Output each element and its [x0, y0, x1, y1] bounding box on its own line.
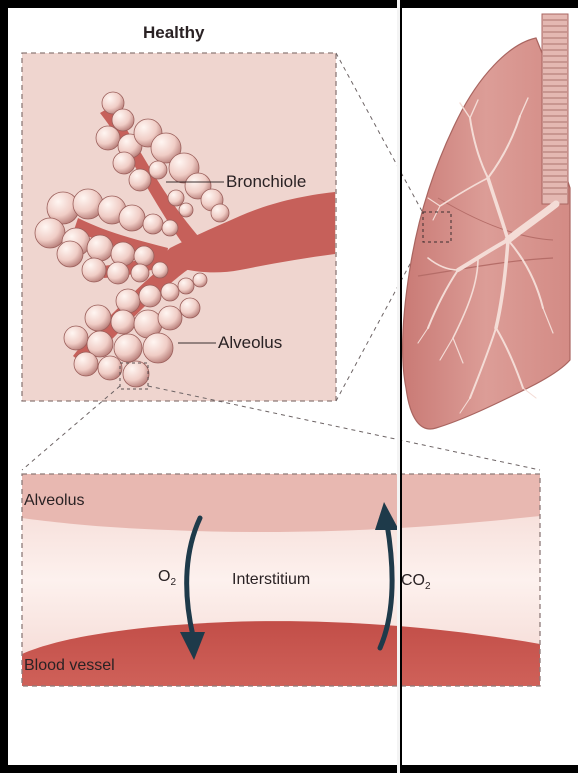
alveolar-sac — [112, 109, 134, 131]
bronchiole-label: Bronchiole — [226, 172, 306, 191]
alveolar-sac — [116, 289, 140, 313]
alveolar-sac — [119, 205, 145, 231]
alveolar-sac — [129, 169, 151, 191]
alveolar-sac — [178, 278, 194, 294]
alveolus-band-label: Alveolus — [24, 492, 84, 509]
alveolar-sac — [143, 333, 173, 363]
alveolus-band — [22, 474, 540, 532]
alveolar-sac — [113, 152, 135, 174]
alveolar-sac — [161, 283, 179, 301]
alveolar-sac — [179, 203, 193, 217]
interstitium-label: Interstitium — [232, 571, 310, 588]
co2-main: CO — [401, 572, 425, 589]
lung-connector-top — [336, 53, 423, 213]
alveolar-sac — [139, 285, 161, 307]
co2-subscript: 2 — [425, 581, 431, 592]
alveolar-sac — [111, 310, 135, 334]
alveolar-sac — [85, 305, 111, 331]
alveolar-sac — [143, 214, 163, 234]
diagram-canvas: Healthy Bronchiole Alveolus — [8, 8, 578, 765]
alveolar-sac — [131, 264, 149, 282]
alveolar-sac — [107, 262, 129, 284]
blood-vessel-label: Blood vessel — [24, 657, 115, 674]
diagram-svg: Healthy Bronchiole Alveolus — [8, 8, 578, 765]
alveolar-sac — [96, 126, 120, 150]
alveolar-sac — [123, 361, 149, 387]
alveolar-sac — [57, 241, 83, 267]
alveolus-cluster-label: Alveolus — [218, 333, 282, 352]
alveolar-sac — [211, 204, 229, 222]
alveolar-sac — [168, 190, 184, 206]
gas-exchange-inset: Alveolus Interstitium Blood vessel O2 CO… — [22, 474, 540, 686]
alveolar-sac — [87, 235, 113, 261]
alveolar-sac — [193, 273, 207, 287]
alveolar-sac — [82, 258, 106, 282]
o2-main: O — [158, 568, 170, 585]
alveolar-sac — [158, 306, 182, 330]
alveolar-sac — [180, 298, 200, 318]
alveolar-sac — [64, 326, 88, 350]
image-seam-shadow — [400, 0, 402, 773]
alveolar-sac — [74, 352, 98, 376]
lung-illustration — [403, 14, 570, 429]
alveolar-sac — [98, 356, 122, 380]
alveolar-sac — [35, 218, 65, 248]
alveolar-sac — [152, 262, 168, 278]
alveolar-sac — [114, 334, 142, 362]
alveolar-sac — [162, 220, 178, 236]
alveolar-sac — [134, 246, 154, 266]
alveolar-sac — [149, 161, 167, 179]
o2-subscript: 2 — [170, 577, 176, 588]
panel-title: Healthy — [143, 23, 205, 42]
